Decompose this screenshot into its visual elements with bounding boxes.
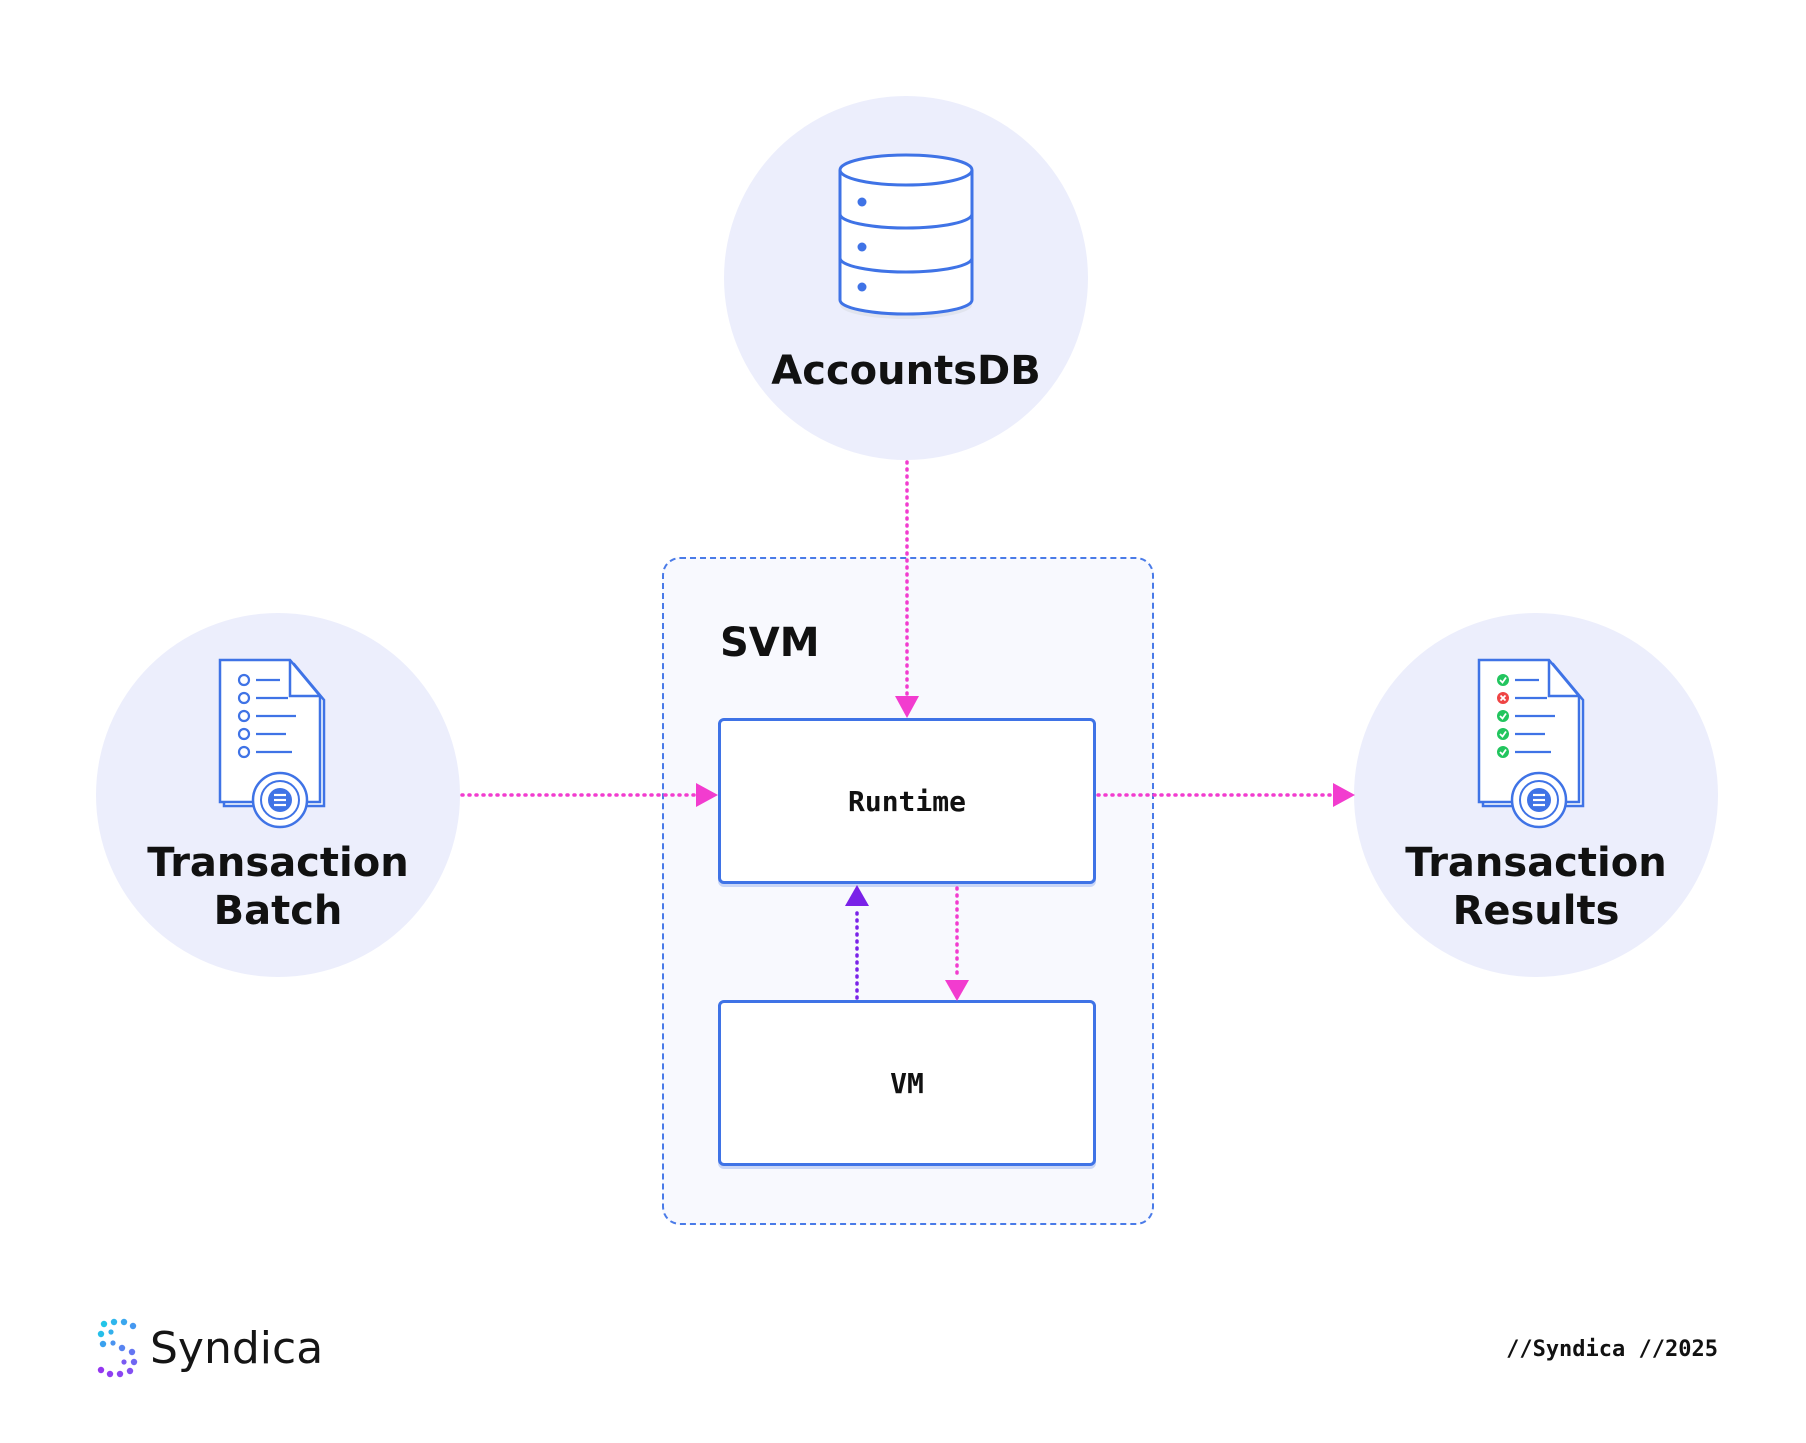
runtime-box: Runtime — [718, 718, 1096, 884]
transaction-results-label-line2: Results — [1452, 888, 1620, 934]
vm-box: VM — [718, 1000, 1096, 1166]
transaction-batch-label-line2: Batch — [213, 888, 343, 934]
transaction-batch-label-line1: Transaction — [147, 840, 409, 886]
footer-tagline: //Syndica //2025 — [1506, 1337, 1718, 1362]
runtime-label: Runtime — [847, 784, 966, 818]
brand-name: Syndica — [150, 1322, 324, 1374]
document-list-icon — [218, 658, 326, 829]
transaction-results-label-line1: Transaction — [1405, 840, 1667, 886]
transaction-results-label: Transaction Results — [1354, 839, 1718, 935]
document-results-icon — [1477, 658, 1585, 829]
arrowhead-right-results — [1333, 783, 1355, 807]
database-icon — [838, 153, 974, 319]
svm-title: SVM — [720, 620, 820, 666]
syndica-logo-icon — [97, 1318, 138, 1378]
vm-label: VM — [890, 1066, 924, 1100]
transaction-batch-label: Transaction Batch — [96, 839, 460, 935]
accountsdb-label: AccountsDB — [771, 348, 1041, 394]
brand-logo: Syndica — [96, 1318, 323, 1378]
